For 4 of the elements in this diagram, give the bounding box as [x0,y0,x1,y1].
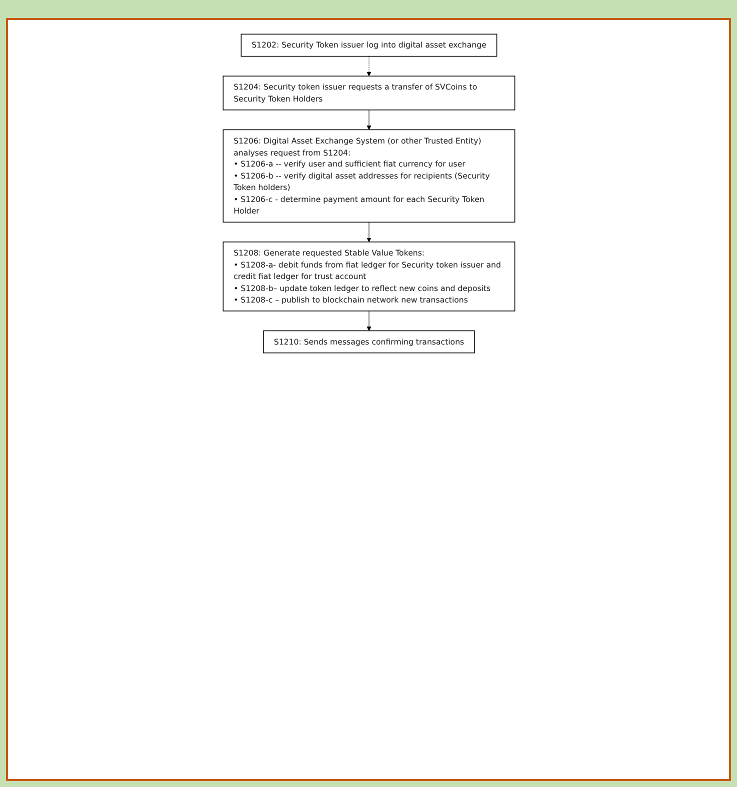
arrow [366,56,371,76]
arrow [366,222,371,242]
arrow [366,310,371,331]
arrow [366,110,371,130]
